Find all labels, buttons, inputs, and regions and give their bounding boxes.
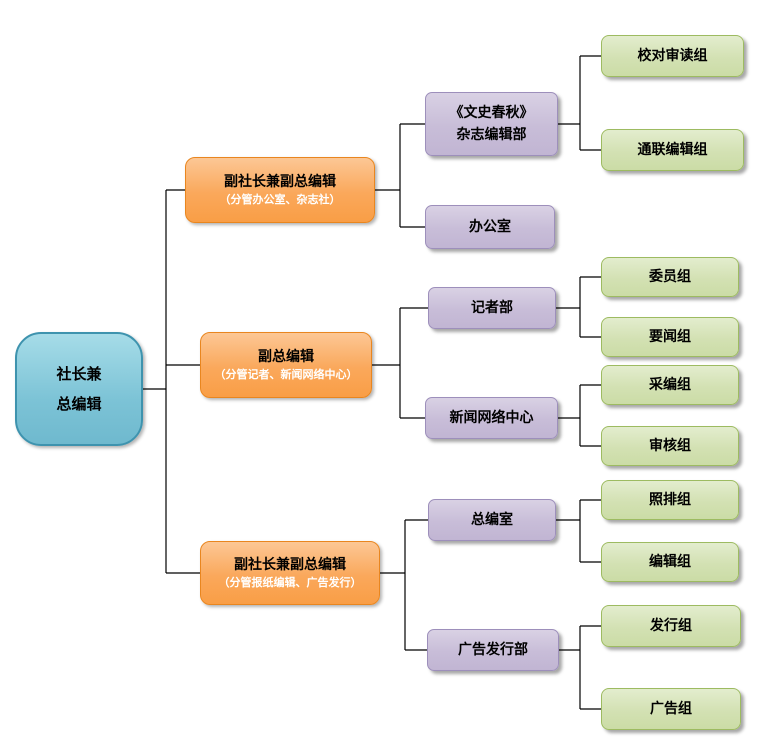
- node-label: 委员组: [649, 269, 691, 285]
- node-distribution-group: 发行组: [601, 605, 741, 647]
- node-label: 照排组: [649, 492, 691, 508]
- node-collection-editing-group: 采编组: [601, 365, 739, 405]
- node-vp-newspaper-ads: 副社长兼副总编辑 （分管报纸编辑、广告发行）: [200, 541, 380, 605]
- node-label: 通联编辑组: [637, 142, 708, 158]
- node-label: 采编组: [649, 377, 691, 393]
- node-label: 发行组: [650, 618, 692, 634]
- node-label: 编辑组: [649, 554, 691, 570]
- node-news-network-center: 新闻网络中心: [425, 397, 558, 439]
- node-title: 副社长兼副总编辑: [234, 557, 346, 573]
- node-label: 办公室: [469, 219, 511, 235]
- node-ad-distribution-dept: 广告发行部: [427, 629, 559, 671]
- node-wenshi-chunqiu-editorial: 《文史春秋》 杂志编辑部: [425, 92, 558, 156]
- node-key-news-group: 要闻组: [601, 317, 739, 357]
- node-subtitle: （分管记者、新闻网络中心）: [214, 368, 358, 381]
- node-subtitle: （分管办公室、杂志社）: [219, 193, 341, 206]
- node-editing-group: 编辑组: [601, 542, 739, 582]
- node-label-line1: 《文史春秋》: [449, 105, 534, 121]
- node-vp-office-magazine: 副社长兼副总编辑 （分管办公室、杂志社）: [185, 157, 375, 223]
- node-label-line1: 社长兼: [56, 365, 102, 383]
- node-review-group: 审核组: [601, 426, 739, 466]
- node-liaison-editing-group: 通联编辑组: [601, 129, 744, 171]
- node-committee-group: 委员组: [601, 257, 739, 297]
- node-president-chief-editor: 社长兼 总编辑: [15, 332, 143, 446]
- node-subtitle: （分管报纸编辑、广告发行）: [218, 576, 362, 589]
- node-vp-reporters-network: 副总编辑 （分管记者、新闻网络中心）: [200, 332, 372, 398]
- node-title: 副社长兼副总编辑: [224, 174, 336, 190]
- node-label: 新闻网络中心: [449, 410, 534, 426]
- node-label: 记者部: [471, 300, 513, 316]
- node-typesetting-group: 照排组: [601, 480, 739, 520]
- node-label: 总编室: [471, 512, 513, 528]
- node-label-line2: 总编辑: [56, 395, 102, 413]
- node-label: 广告发行部: [458, 642, 528, 658]
- node-chief-editor-office: 总编室: [428, 499, 556, 541]
- node-label: 校对审读组: [637, 48, 708, 64]
- node-advertising-group: 广告组: [601, 688, 741, 730]
- node-label: 要闻组: [649, 329, 691, 345]
- node-label: 广告组: [650, 701, 692, 717]
- node-reporter-dept: 记者部: [428, 287, 556, 329]
- node-label-line2: 杂志编辑部: [456, 127, 527, 143]
- node-title: 副总编辑: [258, 349, 314, 365]
- node-proofreading-review-group: 校对审读组: [601, 35, 744, 77]
- node-office: 办公室: [425, 205, 555, 249]
- node-label: 审核组: [649, 438, 691, 454]
